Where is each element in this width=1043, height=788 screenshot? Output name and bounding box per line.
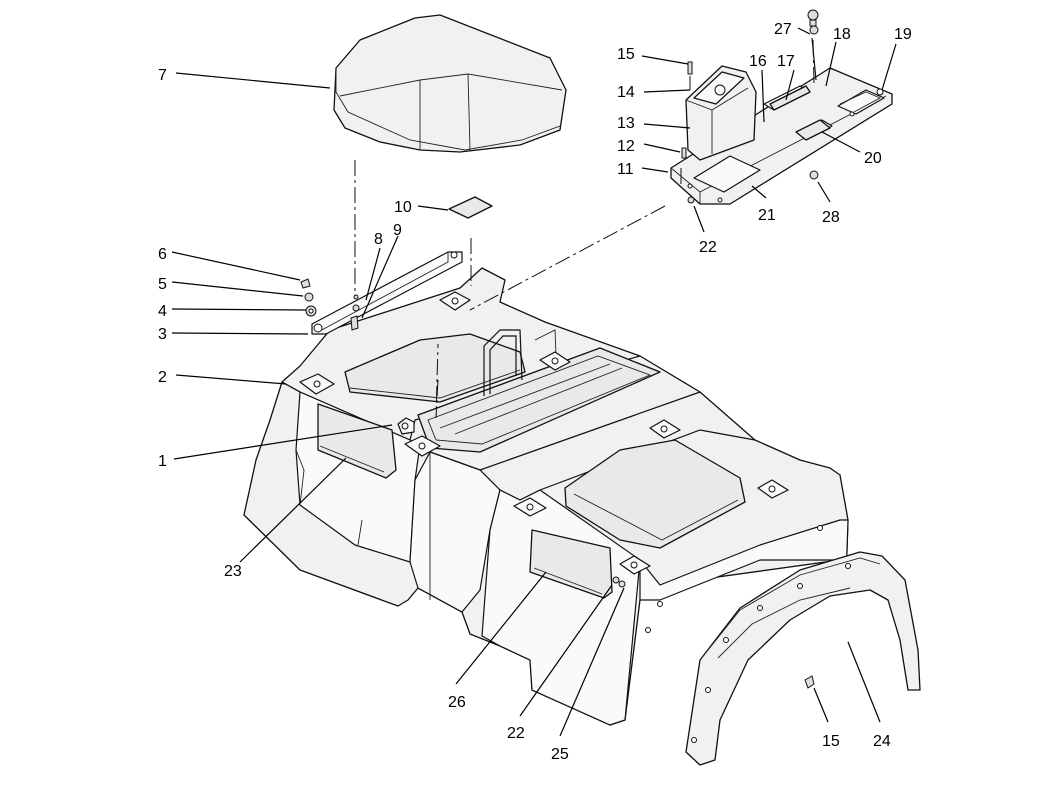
callout-16: 16 <box>749 53 767 70</box>
callout-25: 25 <box>551 746 569 763</box>
callout-8: 8 <box>374 231 383 248</box>
rear-fender <box>685 551 921 766</box>
callout-6: 6 <box>158 246 167 263</box>
assembly-lines <box>354 39 815 419</box>
callout-10: 10 <box>394 199 412 216</box>
callout-19: 19 <box>894 26 912 43</box>
callout-11: 11 <box>617 161 634 178</box>
callout-27: 27 <box>774 21 792 38</box>
callout-12: 12 <box>617 138 635 155</box>
callout-24: 24 <box>873 733 891 750</box>
callout-22-top: 22 <box>699 239 717 256</box>
callout-5: 5 <box>158 276 167 293</box>
callout-21: 21 <box>758 207 776 224</box>
callout-1: 1 <box>158 453 167 470</box>
body-panel <box>243 267 849 726</box>
shroud-boot <box>685 65 757 161</box>
mounting-pads <box>299 291 789 575</box>
plate-10 <box>448 196 493 219</box>
callout-28: 28 <box>822 209 840 226</box>
callout-17: 17 <box>777 53 795 70</box>
callout-7: 7 <box>158 67 167 84</box>
callout-9: 9 <box>393 222 402 239</box>
callout-2: 2 <box>158 369 167 386</box>
callout-15-bottom: 15 <box>822 733 840 750</box>
callout-26: 26 <box>448 694 466 711</box>
bracket-hardware <box>300 278 360 331</box>
callout-3: 3 <box>158 326 167 343</box>
leader-lines <box>171 27 897 737</box>
panel-hardware <box>612 61 819 689</box>
callout-14: 14 <box>617 84 635 101</box>
callout-22-bottom: 22 <box>507 725 525 742</box>
control-panel <box>670 67 893 205</box>
callout-23: 23 <box>224 563 242 580</box>
callout-15-top: 15 <box>617 46 635 63</box>
callout-13: 13 <box>617 115 635 132</box>
seat-cushion <box>333 14 567 153</box>
callout-4: 4 <box>158 303 167 320</box>
callout-20: 20 <box>864 150 882 167</box>
callout-18: 18 <box>833 26 851 43</box>
seat-bracket <box>311 251 463 435</box>
callout-labels: 1 2 3 4 5 6 7 8 9 10 11 12 13 14 15 15 1… <box>158 21 912 763</box>
